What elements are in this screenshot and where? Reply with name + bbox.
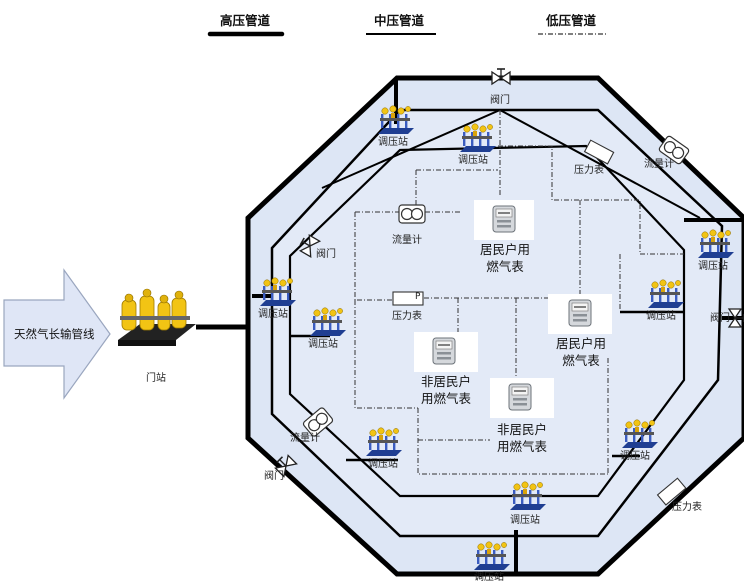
valve-label: 阀门 [264,471,284,482]
gas-meter-icon [568,299,592,327]
legend-low-pressure-label: 低压管道 [546,13,597,28]
valve-label: 阀门 [490,95,510,106]
residential-meter-label-line1: 居民户用 [479,242,530,257]
residential-meter-label-line2: 燃气表 [562,352,600,368]
regulator-station-label: 调压站 [510,515,540,526]
pressure-meter-label: 压力表 [574,165,604,176]
regulator-station-icon [365,427,403,457]
gas-meter-icon [432,337,456,365]
regulator-station-icon [647,279,685,309]
regulator-station-label: 调压站 [378,137,408,148]
flow-meter-label: 流量计 [644,159,674,170]
pressure-meter-icon [656,477,687,506]
flow-meter-label: 流量计 [290,433,320,444]
pressure-meter-label: 压力表 [392,311,422,322]
pressure-meter-icon [583,139,615,165]
regulator-station-label: 调压站 [646,311,676,322]
regulator-station-icon [509,481,547,511]
residential-meter-label-line2: 燃气表 [486,258,524,274]
gate-station-icon [118,288,196,346]
residential-meter-label: 居民户用 燃气表 [474,242,536,276]
nonresidential-meter-label-line1: 非居民户 [420,374,471,389]
residential-meter-label-line1: 居民户用 [555,336,606,351]
regulator-station-icon [621,419,659,449]
gate-station-label: 门站 [146,373,166,384]
nonresidential-meter-label-line2: 用燃气表 [420,390,471,406]
regulator-station-label: 调压站 [698,261,728,272]
regulator-station-icon [697,229,735,259]
regulator-station-icon [473,541,511,571]
legend-high-pressure-label: 高压管道 [220,13,271,28]
regulator-station-label: 调压站 [620,451,650,462]
nonresidential-meter-label-line1: 非居民户 [496,422,547,437]
pressure-meter-label: 压力表 [672,502,702,513]
regulator-station-icon [309,307,347,337]
pressure-meter-icon [392,291,424,306]
flow-meter-label: 流量计 [392,235,422,246]
gas-meter-icon [508,383,532,411]
regulator-station-icon [459,123,497,153]
regulator-station-label: 调压站 [308,339,338,350]
valve-label: 阀门 [316,249,336,260]
nonresidential-meter-label: 非居民户 用燃气表 [490,422,554,456]
nonresidential-meter-label-line2: 用燃气表 [496,438,547,454]
regulator-station-label: 调压站 [474,572,504,583]
legend-medium-pressure-label: 中压管道 [374,13,425,28]
nonresidential-meter-label: 非居民户 用燃气表 [414,374,478,408]
regulator-station-label: 调压站 [368,459,398,470]
regulator-station-label: 调压站 [458,155,488,166]
valve-label: 阀门 [710,313,730,324]
regulator-station-icon [259,277,297,307]
regulator-station-icon [377,105,415,135]
gas-meter-icon [492,205,516,233]
residential-meter-label: 居民户用 燃气表 [550,336,612,370]
regulator-station-label: 调压站 [258,309,288,320]
pipeline-label: 天然气长输管线 [14,327,95,341]
flow-meter-icon [398,204,426,224]
pressure-symbol: P [415,292,421,302]
pipeline-arrow [3,268,111,400]
